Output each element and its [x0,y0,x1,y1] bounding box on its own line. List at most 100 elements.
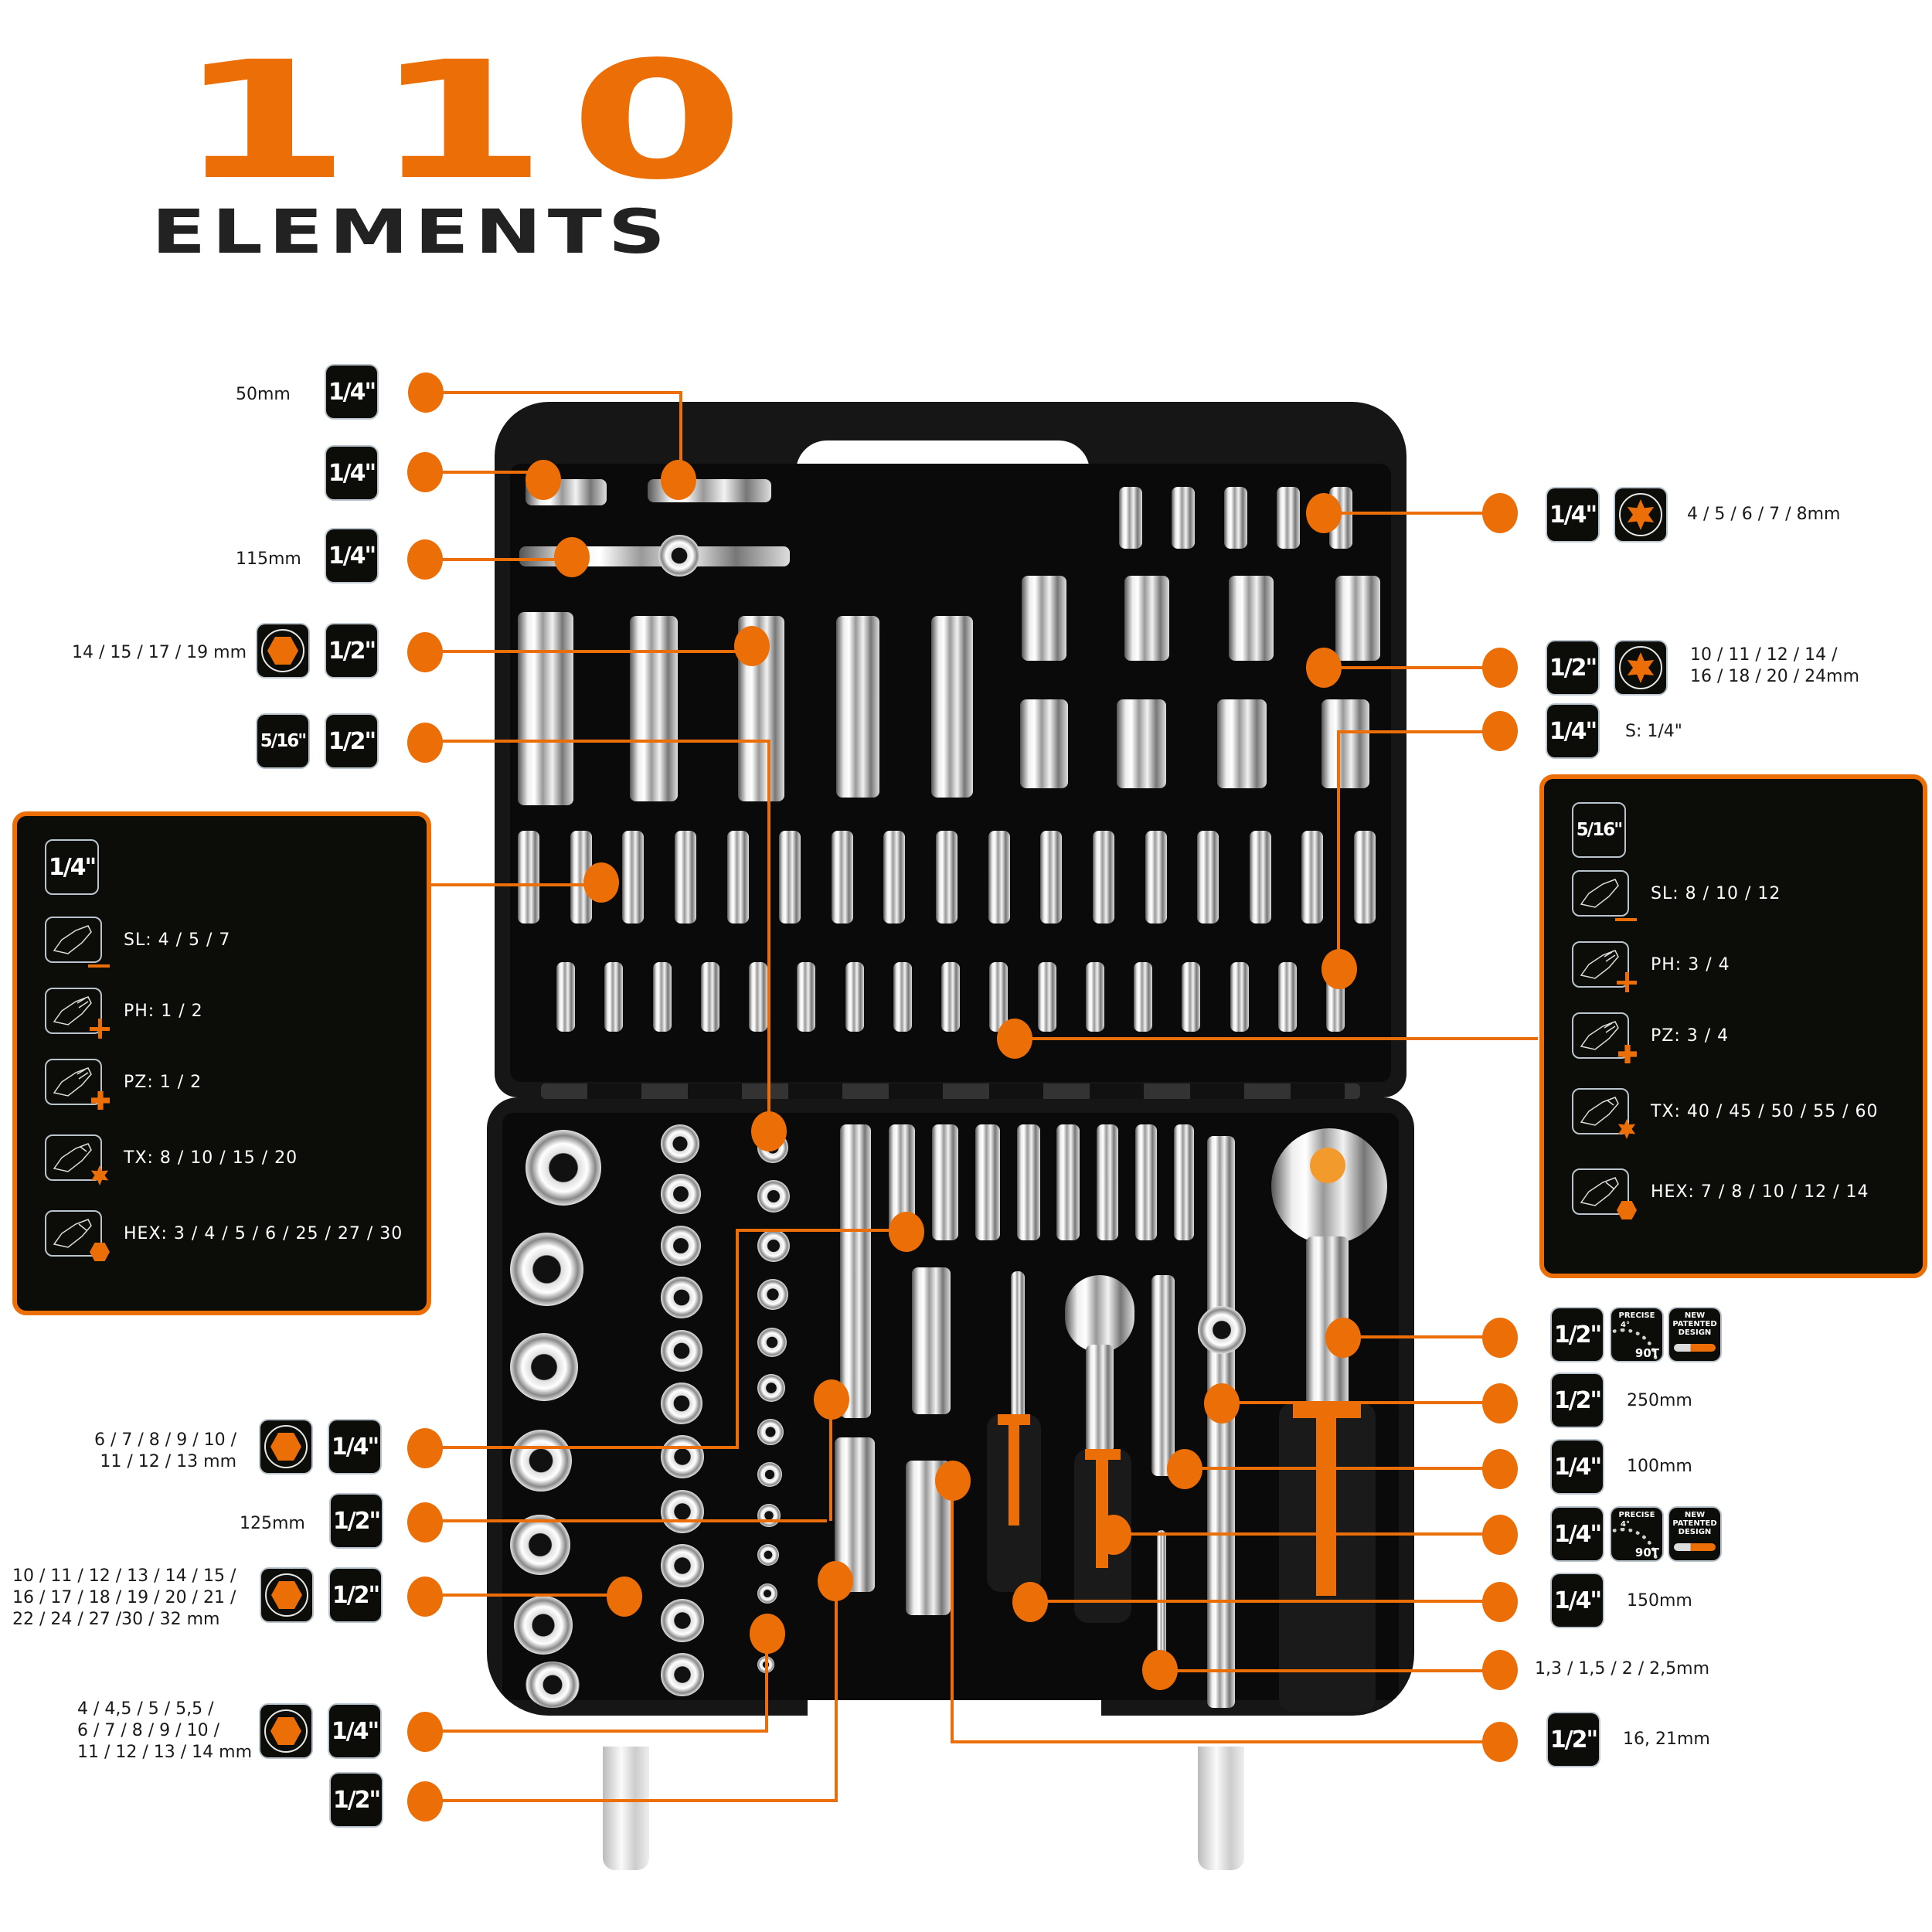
e-torx-socket [1321,699,1369,788]
bit-spec: TX: 40 / 45 / 50 / 55 / 60 [1651,1101,1879,1121]
drive-badge: 5/16" [1572,802,1626,858]
bit-row-pozidriv: PZ: 1 / 2 [45,1059,202,1110]
extension-bar-125mm [840,1124,871,1418]
drive-badge: 1/4" [1547,705,1598,757]
drive-badge: 1/2" [330,1569,381,1621]
phillips-bit-icon [1572,941,1637,992]
bit-row-torx: TX: 8 / 10 / 15 / 20 [45,1134,298,1185]
deep-socket [836,616,879,798]
drive-badge: 1/4" [1547,488,1598,541]
socket-large [526,1662,580,1708]
callout-label: 6 / 7 / 8 / 9 / 10 / 11 / 12 / 13 mm [90,1430,236,1473]
bit-row-phillips: PH: 3 / 4 [1572,941,1730,992]
bit-spec: HEX: 7 / 8 / 10 / 12 / 14 [1651,1182,1869,1202]
case-hinge [541,1083,1360,1099]
drive-badge-5-16: 5/16" [257,715,308,767]
e-torx-socket [1224,487,1247,549]
label-line: 11 / 12 / 13 / 14 mm [77,1743,253,1762]
page-title: ELEMENTS [151,198,672,267]
callout-label: 115mm [236,549,301,569]
e-torx-socket-icon [1615,641,1666,694]
phillips-bit-icon [45,988,110,1039]
socket-large [510,1333,578,1401]
socket-large [514,1596,573,1655]
drive-badge: 1/2" [331,1495,382,1547]
drive-badge: 1/4" [326,447,377,499]
bit-spec: SL: 8 / 10 / 12 [1651,883,1781,903]
callout-label: 1,3 / 1,5 / 2 / 2,5mm [1535,1659,1710,1679]
hex-key [1157,1530,1166,1662]
spinner-shaft [1011,1271,1025,1426]
hex-bit-icon [1572,1168,1637,1219]
hex-socket-icon [257,624,308,677]
drive-badge: 1/4" [329,1705,380,1757]
drive-badge: 1/4" [1552,1574,1603,1627]
label-line: 22 / 24 / 27 /30 / 32 mm [12,1610,220,1629]
bit-row-pozidriv: PZ: 3 / 4 [1572,1012,1730,1063]
deep-socket [518,612,573,805]
socket-large [510,1233,583,1306]
label-line: 6 / 7 / 8 / 9 / 10 / [77,1721,219,1740]
drive-badge: 1/4" [1552,1440,1603,1493]
bit-row-phillips: PH: 1 / 2 [45,988,203,1039]
e-torx-socket [1217,699,1267,788]
ratchet-1-2-handle [1279,1403,1376,1712]
drive-badge: 1/2" [1552,1308,1603,1361]
e-torx-socket [1022,576,1066,661]
precise-90t-icon: PRECISE 4° 90T [1611,1508,1662,1560]
ratchet-release-button [1310,1148,1345,1183]
hex-socket-icon [260,1705,311,1757]
torx-bit-icon [45,1134,109,1185]
e-torx-socket [1277,487,1300,549]
pozidriv-bit-icon [1572,1012,1637,1063]
e-torx-socket [1172,487,1195,549]
drive-badge: 1/4" [329,1420,380,1473]
bit-spec: PH: 3 / 4 [1651,954,1730,975]
callout-label: 16, 21mm [1623,1730,1710,1749]
deep-socket [630,616,678,801]
callout-label: 250mm [1627,1391,1692,1410]
e-torx-socket [1119,487,1142,549]
drive-badge: 1/2" [1552,1374,1603,1427]
drive-badge: 1/4" [45,839,99,895]
bit-spec: PZ: 3 / 4 [1651,1026,1730,1046]
label-line: 4 / 4,5 / 5 / 5,5 / [77,1699,214,1719]
drive-badge: 1/2" [1547,641,1598,694]
deep-socket [931,616,973,798]
hex-socket-icon [260,1420,311,1473]
bit-row-hex: HEX: 7 / 8 / 10 / 12 / 14 [1572,1168,1869,1219]
slotted-bit-icon [1572,870,1637,921]
bit-spec: SL: 4 / 5 / 7 [124,930,231,950]
label-line: 16 / 17 / 18 / 19 / 20 / 21 / [12,1588,236,1607]
bit-row [556,962,1345,1032]
plus-mark-icon [90,1019,110,1039]
bits-callout-1-4: 1/4" SL: 4 / 5 / 7 PH: 1 / 2 PZ: 1 / 2 T… [12,811,431,1315]
label-line: 10 / 11 / 12 / 14 / [1690,645,1838,665]
slotted-bit-icon [45,917,110,968]
spinner-handle [987,1414,1041,1592]
callout-label: 4 / 4,5 / 5 / 5,5 / 6 / 7 / 8 / 9 / 10 /… [77,1699,252,1764]
bit-spec: PZ: 1 / 2 [124,1072,202,1092]
socket-column-1-2 [661,1124,704,1696]
label-line: 10 / 11 / 12 / 13 / 14 / 15 / [12,1566,236,1586]
socket-large [526,1130,601,1206]
hex-bit-icon [45,1210,110,1261]
callout-label: 125mm [240,1514,305,1533]
bit-socket-row [518,831,1376,923]
bit-row-slotted: SL: 4 / 5 / 7 [45,917,231,968]
socket-large [510,1430,572,1492]
callout-label: 100mm [1627,1457,1692,1476]
ratchet-1-4-head [1065,1275,1134,1352]
e-torx-socket-icon [1615,488,1666,541]
bit-row-hex: HEX: 3 / 4 / 5 / 6 / 25 / 27 / 30 [45,1210,403,1261]
e-torx-socket [1229,576,1274,661]
callout-label: 150mm [1627,1591,1692,1611]
extension-bar-100mm [1151,1275,1175,1476]
ratchet-1-4-neck [1086,1345,1114,1453]
drive-badge: 1/4" [1552,1508,1603,1560]
bit-spec: TX: 8 / 10 / 15 / 20 [124,1148,298,1168]
drive-badge: 1/2" [1548,1713,1599,1766]
latch-right [1198,1747,1244,1870]
